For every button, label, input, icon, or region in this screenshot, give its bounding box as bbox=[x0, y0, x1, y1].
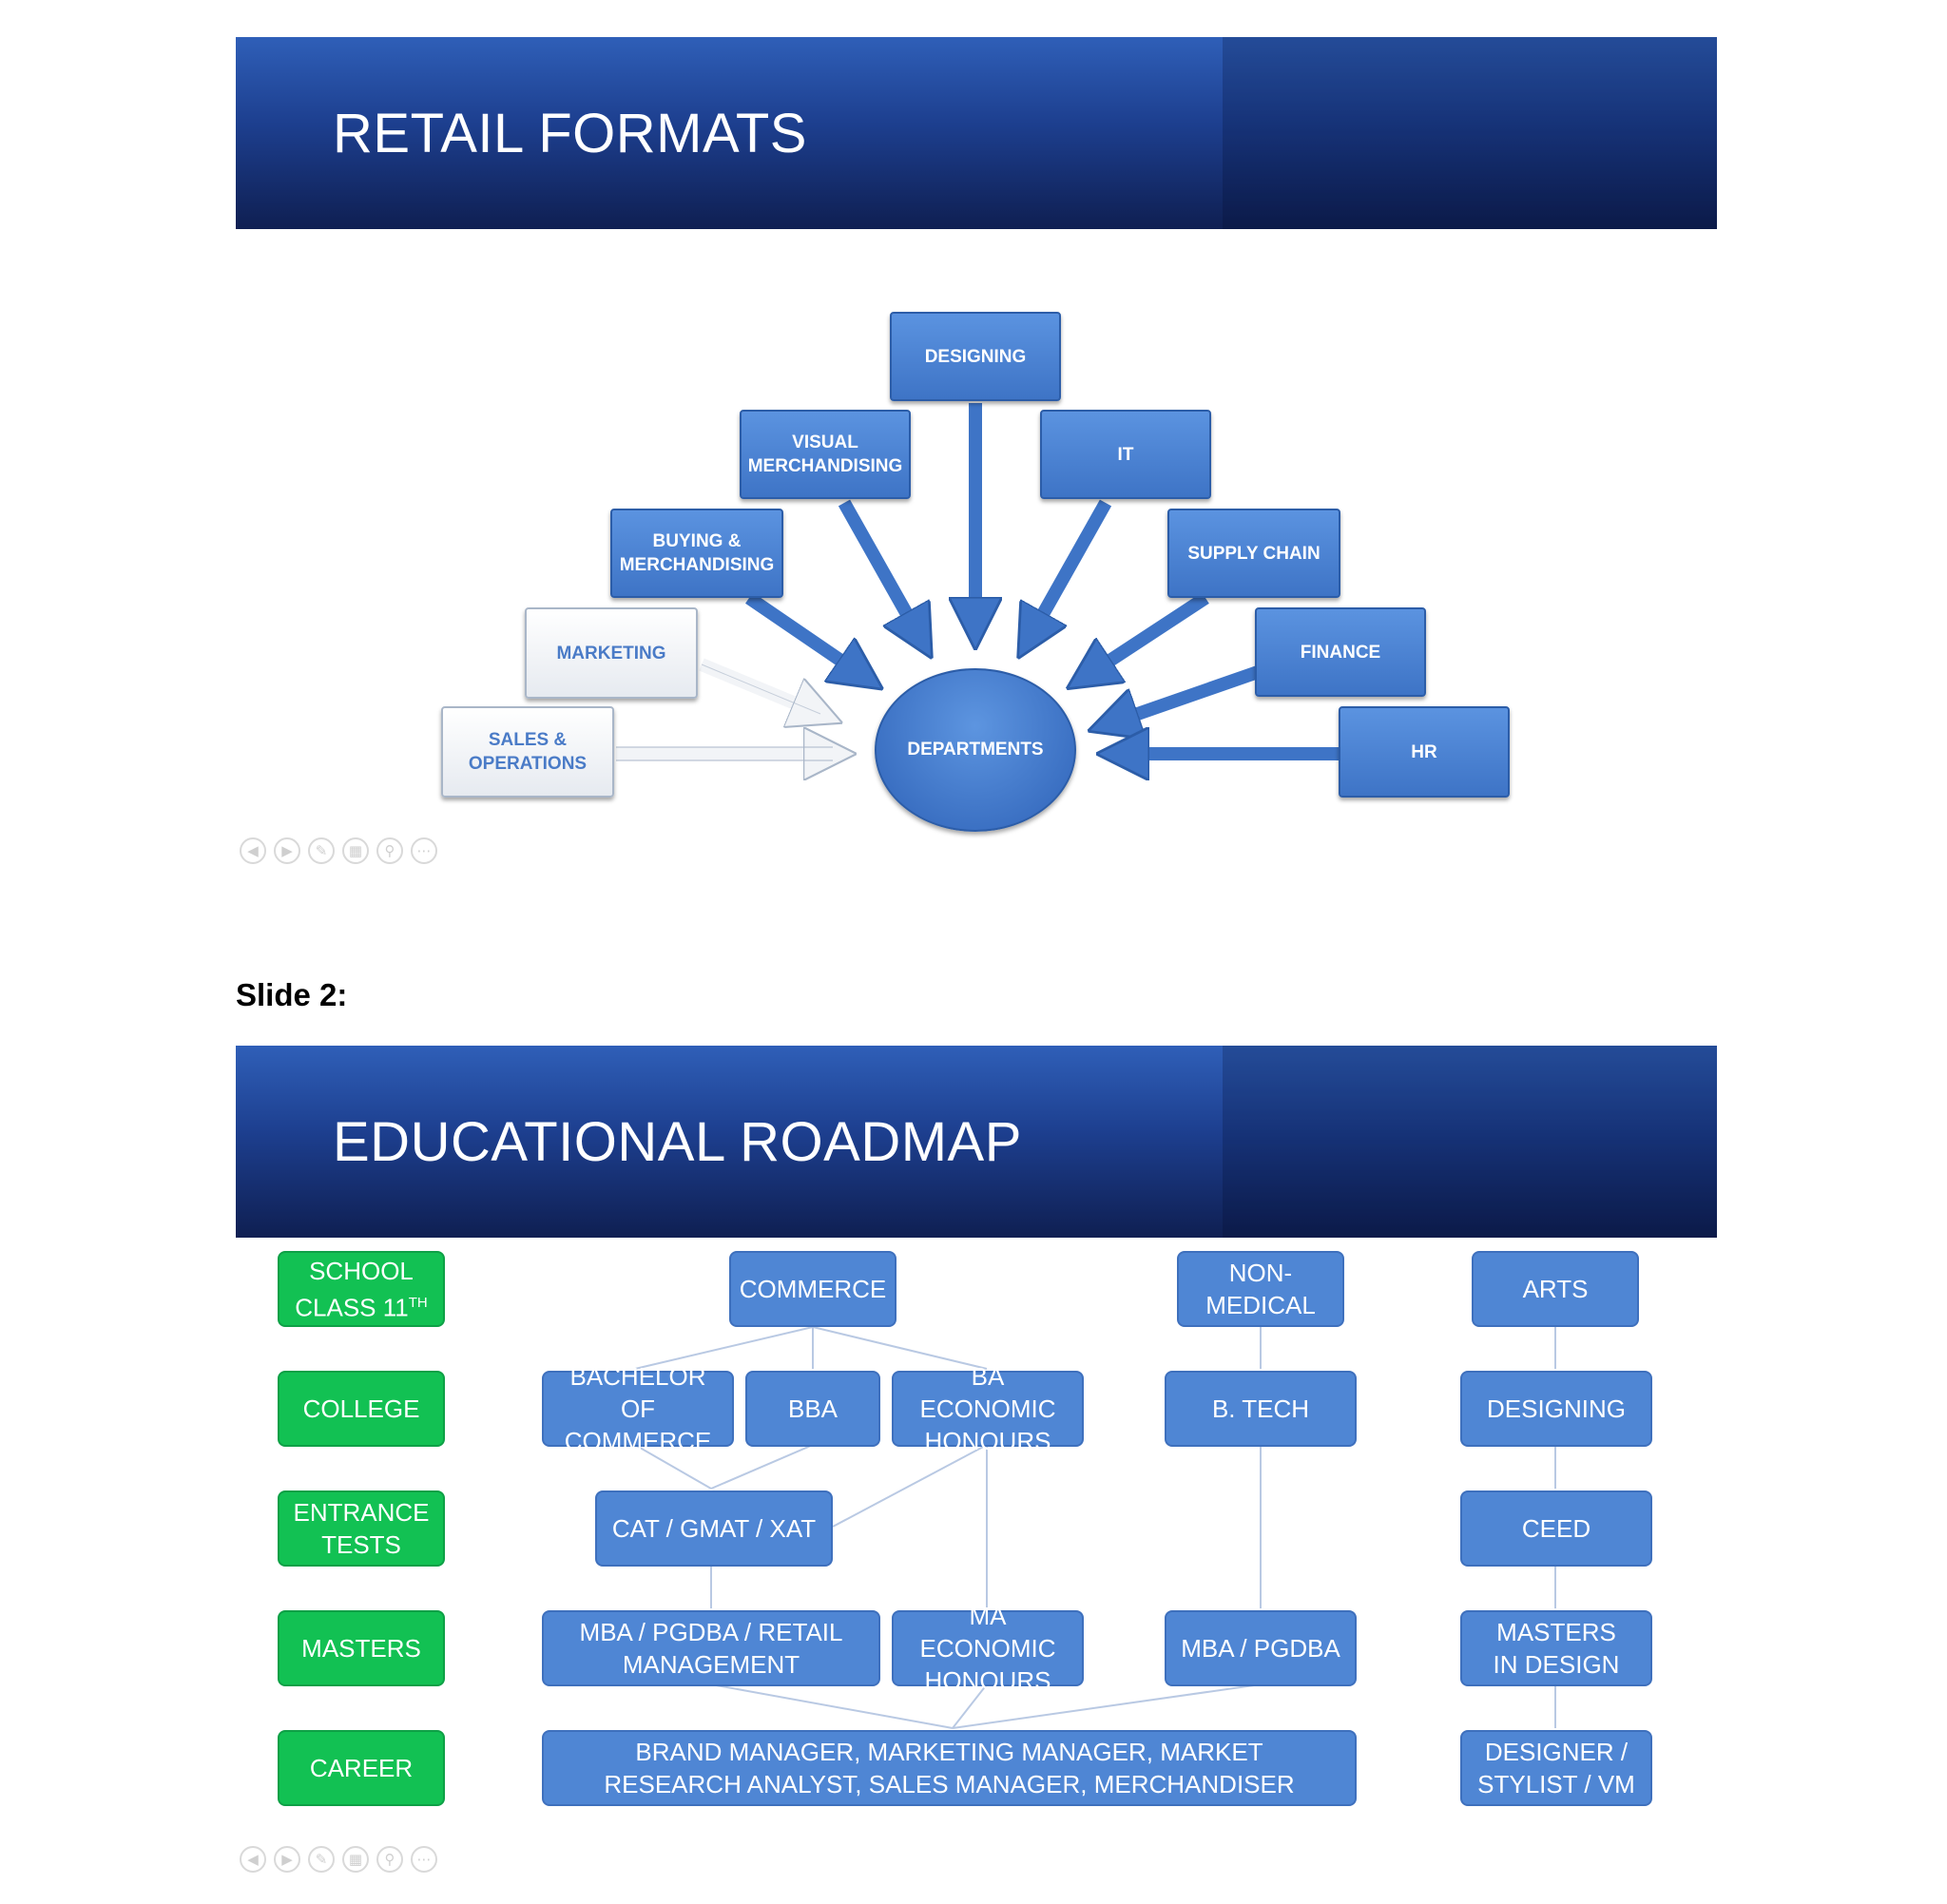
stage-college: COLLEGE bbox=[278, 1371, 445, 1447]
slide-title-banner: EDUCATIONAL ROADMAP bbox=[236, 1046, 1717, 1238]
stream-non-medical: NON-MEDICAL bbox=[1177, 1251, 1344, 1327]
entrance-ceed: CEED bbox=[1460, 1491, 1652, 1567]
next-icon[interactable]: ▶ bbox=[274, 837, 300, 864]
more-icon[interactable]: ⋯ bbox=[411, 837, 437, 864]
connector-mbapgdba-career bbox=[952, 1683, 1262, 1729]
college-designing: DESIGNING bbox=[1460, 1371, 1652, 1447]
stage-career: CAREER bbox=[278, 1730, 445, 1806]
stream-arts: ARTS bbox=[1472, 1251, 1639, 1327]
slide-title: RETAIL FORMATS bbox=[333, 103, 807, 164]
career-designer-stylist-vm: DESIGNER / STYLIST / VM bbox=[1460, 1730, 1652, 1806]
box-sales-operations: SALES & OPERATIONS bbox=[441, 706, 614, 798]
connector-bba-cat bbox=[710, 1444, 814, 1490]
slide-retail-formats: RETAIL FORMATS bbox=[236, 37, 1717, 874]
stream-commerce: COMMERCE bbox=[729, 1251, 896, 1327]
connector-bcom-cat bbox=[634, 1444, 712, 1490]
college-bachelor-of-commerce: BACHELOR OF COMMERCE bbox=[542, 1362, 734, 1455]
box-marketing: MARKETING bbox=[525, 607, 698, 699]
more-icon[interactable]: ⋯ bbox=[411, 1846, 437, 1873]
stage-school-class-11: SCHOOL CLASS 11TH bbox=[278, 1251, 445, 1327]
box-supply-chain: SUPPLY CHAIN bbox=[1167, 509, 1340, 598]
stage-school-label: SCHOOL CLASS 11 bbox=[295, 1256, 414, 1322]
slide-2-label: Slide 2: bbox=[236, 977, 348, 1012]
roadmap-connectors bbox=[634, 1326, 1556, 1729]
arrow-it bbox=[1030, 499, 1112, 638]
connector-commerce-bcom bbox=[634, 1326, 814, 1370]
zoom-icon[interactable]: ⚲ bbox=[376, 837, 403, 864]
college-bba: BBA bbox=[745, 1371, 880, 1447]
slides-icon[interactable]: ▦ bbox=[342, 837, 369, 864]
masters-ma-economic-honours: MA ECONOMIC HONOURS bbox=[892, 1602, 1084, 1695]
college-btech: B. TECH bbox=[1165, 1371, 1357, 1447]
box-it: IT bbox=[1040, 410, 1211, 499]
masters-mba-pgdba: MBA / PGDBA bbox=[1165, 1610, 1357, 1686]
masters-mba-pgdba-retail: MBA / PGDBA / RETAIL MANAGEMENT bbox=[542, 1610, 880, 1686]
slide-educational-roadmap: EDUCATIONAL ROADMAP bbox=[236, 1046, 1717, 1882]
arrow-finance bbox=[1110, 665, 1261, 723]
arrow-buying-merchandising bbox=[745, 592, 863, 676]
prev-icon[interactable]: ◀ bbox=[240, 837, 266, 864]
department-arrows bbox=[616, 403, 1340, 874]
slide-title-banner: RETAIL FORMATS bbox=[236, 37, 1717, 229]
hub-departments: DEPARTMENTS bbox=[875, 668, 1076, 832]
stage-masters: MASTERS bbox=[278, 1610, 445, 1686]
college-ba-economic-honours: BA ECONOMIC HONOURS bbox=[892, 1362, 1084, 1455]
arrow-sales-operations bbox=[616, 747, 833, 760]
next-icon[interactable]: ▶ bbox=[274, 1846, 300, 1873]
zoom-icon[interactable]: ⚲ bbox=[376, 1846, 403, 1873]
arrow-visual-merchandising bbox=[838, 499, 920, 638]
connector-mba-career bbox=[710, 1683, 954, 1729]
connector-maecon-career bbox=[952, 1683, 988, 1729]
stage-school-sup: TH bbox=[408, 1294, 428, 1311]
masters-in-design: MASTERS IN DESIGN bbox=[1460, 1610, 1652, 1686]
box-hr: HR bbox=[1339, 706, 1510, 798]
slide-nav-controls: ◀ ▶ ✎ ▦ ⚲ ⋯ bbox=[240, 1846, 437, 1873]
box-buying-merchandising: BUYING & MERCHANDISING bbox=[610, 509, 783, 598]
box-finance: FINANCE bbox=[1255, 607, 1426, 697]
prev-icon[interactable]: ◀ bbox=[240, 1846, 266, 1873]
slide-title: EDUCATIONAL ROADMAP bbox=[333, 1111, 1022, 1173]
slide-nav-controls: ◀ ▶ ✎ ▦ ⚲ ⋯ bbox=[240, 837, 437, 864]
entrance-cat-gmat-xat: CAT / GMAT / XAT bbox=[595, 1491, 833, 1567]
connector-baecon-cat bbox=[832, 1444, 988, 1528]
box-designing: DESIGNING bbox=[890, 312, 1061, 401]
box-visual-merchandising: VISUAL MERCHANDISING bbox=[740, 410, 911, 499]
pen-icon[interactable]: ✎ bbox=[308, 837, 335, 864]
arrow-supply-chain bbox=[1087, 592, 1209, 676]
stage-entrance-tests: ENTRANCE TESTS bbox=[278, 1491, 445, 1567]
connector-commerce-baecon bbox=[812, 1326, 988, 1370]
slides-icon[interactable]: ▦ bbox=[342, 1846, 369, 1873]
stage-school-text: SCHOOL CLASS 11TH bbox=[280, 1255, 443, 1324]
pen-icon[interactable]: ✎ bbox=[308, 1846, 335, 1873]
arrow-marketing bbox=[699, 658, 820, 714]
career-business-roles: BRAND MANAGER, MARKETING MANAGER, MARKET… bbox=[542, 1730, 1357, 1806]
